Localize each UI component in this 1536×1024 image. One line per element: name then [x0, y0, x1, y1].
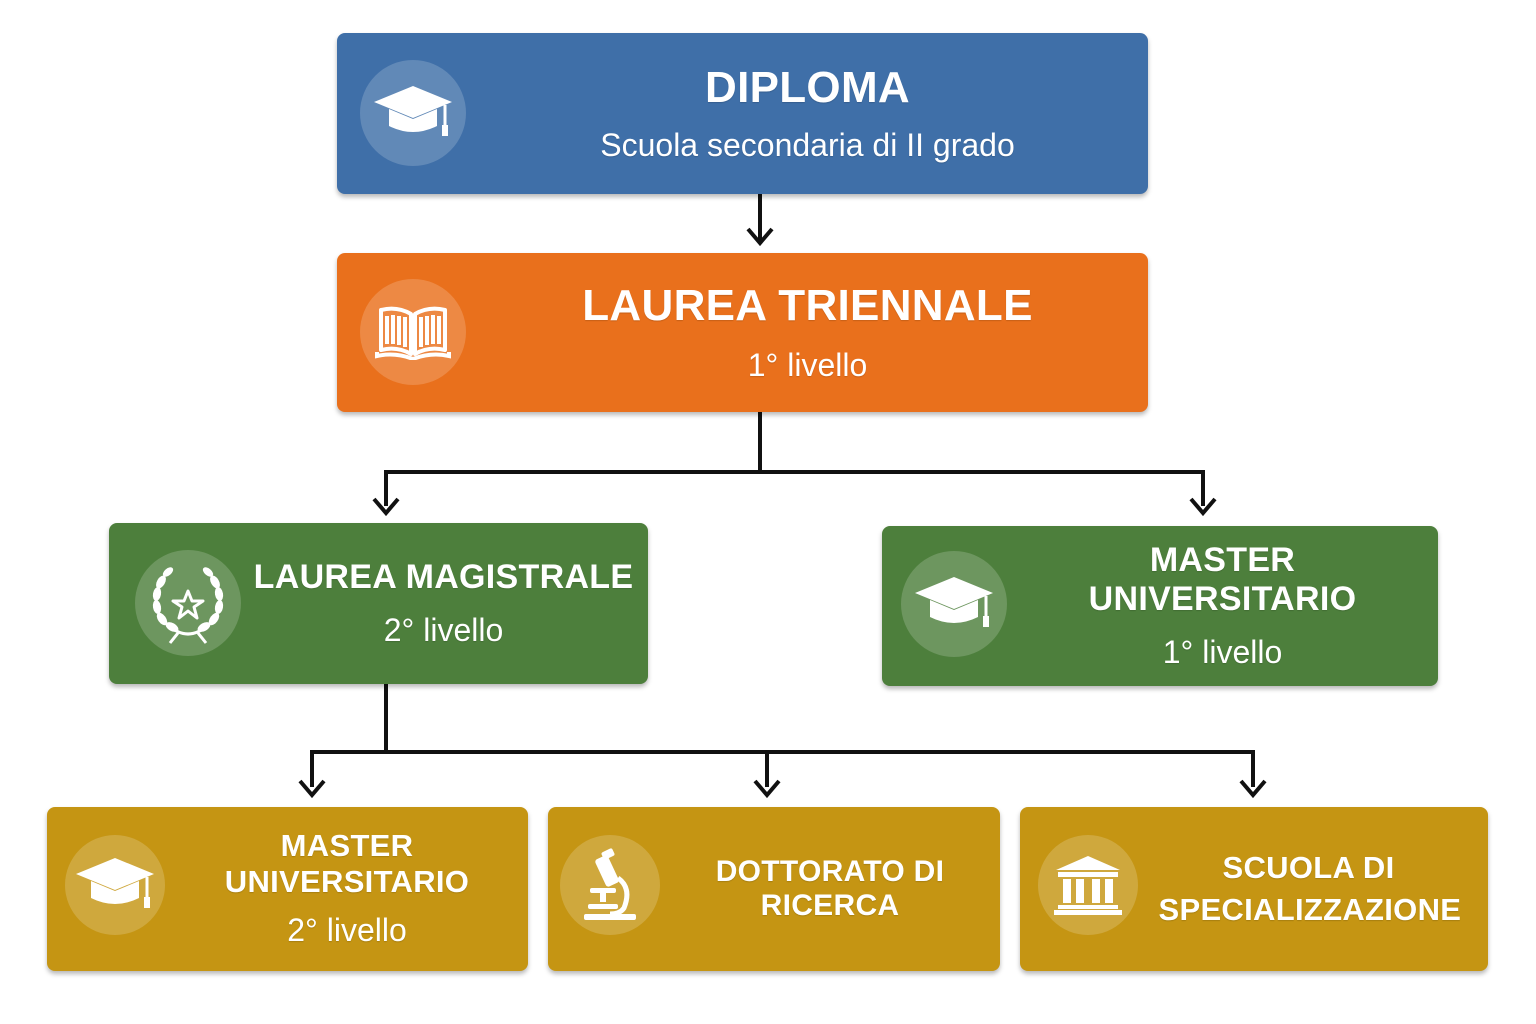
node-magistrale-subtitle: 2° livello: [383, 611, 504, 648]
node-scuola-spec-text: SCUOLA DI SPECIALIZZAZIONE: [1145, 807, 1472, 971]
arrowhead-master-secondo: [298, 779, 326, 799]
laurel-star-icon: [152, 567, 224, 644]
node-magistrale-text: LAUREA MAGISTRALE 2° livello: [249, 523, 638, 684]
node-dottorato: DOTTORATO DI RICERCA: [548, 807, 1000, 971]
icon-badge-magistrale: [135, 550, 241, 656]
arrowhead-scuola-spec: [1239, 779, 1267, 799]
node-master-primo-title: MASTER UNIVERSITARIO: [1088, 540, 1357, 618]
node-diploma-text: DIPLOMA Scuola secondaria di II grado: [477, 33, 1138, 194]
node-master-secondo-text: MASTER UNIVERSITARIO 2° livello: [172, 807, 522, 971]
icon-badge-diploma: [360, 60, 466, 166]
node-laurea-magistrale: LAUREA MAGISTRALE 2° livello: [109, 523, 648, 684]
icon-badge-dottorato: [560, 835, 660, 935]
icon-badge-scuola-spec: [1038, 835, 1138, 935]
institution-building-icon: [1054, 856, 1122, 915]
node-dottorato-text: DOTTORATO DI RICERCA: [666, 807, 994, 971]
icon-badge-master-secondo: [65, 835, 165, 935]
node-scuola-specializzazione: SCUOLA DI SPECIALIZZAZIONE: [1020, 807, 1488, 971]
node-master-secondo-subtitle: 2° livello: [287, 912, 407, 949]
arrowhead-dottorato: [753, 779, 781, 799]
microscope-icon: [584, 848, 636, 920]
node-triennale-subtitle: 1° livello: [747, 346, 868, 383]
node-magistrale-title: LAUREA MAGISTRALE: [253, 557, 634, 596]
node-triennale-title: LAUREA TRIENNALE: [582, 281, 1033, 330]
arrowhead-master-primo: [1189, 497, 1217, 517]
node-master-secondo: MASTER UNIVERSITARIO 2° livello: [47, 807, 528, 971]
node-master-secondo-title: MASTER UNIVERSITARIO: [224, 828, 470, 899]
open-book-icon: [375, 306, 451, 360]
icon-badge-triennale: [360, 279, 466, 385]
graduation-cap-icon: [915, 577, 993, 627]
node-master-primo: MASTER UNIVERSITARIO 1° livello: [882, 526, 1438, 686]
node-scuola-spec-title: SCUOLA DI SPECIALIZZAZIONE: [1158, 850, 1462, 927]
graduation-cap-icon: [76, 858, 154, 908]
node-laurea-triennale: LAUREA TRIENNALE 1° livello: [337, 253, 1148, 412]
arrowhead-triennale: [746, 227, 774, 247]
node-master-primo-text: MASTER UNIVERSITARIO 1° livello: [1017, 526, 1428, 686]
icon-badge-master-primo: [901, 551, 1007, 657]
node-diploma: DIPLOMA Scuola secondaria di II grado: [337, 33, 1148, 194]
node-dottorato-title: DOTTORATO DI RICERCA: [715, 854, 945, 923]
node-diploma-subtitle: Scuola secondaria di II grado: [600, 126, 1015, 163]
node-triennale-text: LAUREA TRIENNALE 1° livello: [477, 253, 1138, 412]
graduation-cap-icon: [374, 86, 452, 136]
arrowhead-magistrale: [372, 497, 400, 517]
node-diploma-title: DIPLOMA: [705, 63, 910, 112]
node-master-primo-subtitle: 1° livello: [1162, 633, 1283, 670]
